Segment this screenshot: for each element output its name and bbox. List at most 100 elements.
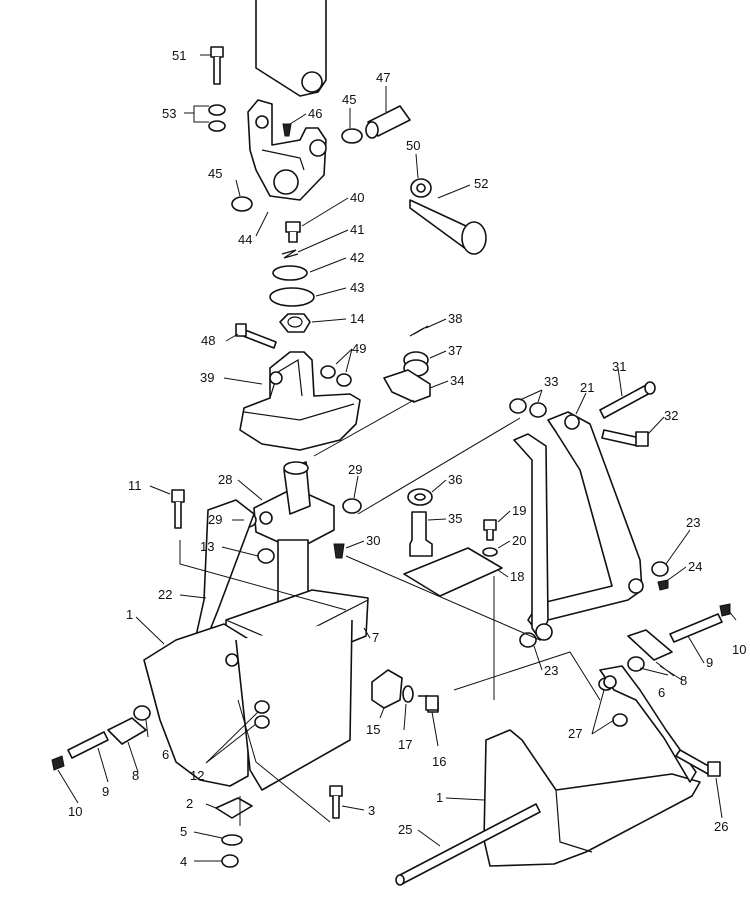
callout-33: 33 [544, 374, 558, 389]
plate-43 [269, 287, 315, 307]
plate-42 [272, 265, 308, 281]
bolt-51 [210, 46, 224, 85]
rod-25 [395, 803, 541, 886]
bolt-11 [171, 489, 185, 529]
callout-5: 5 [180, 824, 187, 839]
callout-21: 21 [580, 380, 594, 395]
nuts-49 [320, 365, 352, 387]
callout-1-left: 1 [126, 607, 133, 622]
callout-12: 12 [190, 768, 204, 783]
callout-16: 16 [432, 754, 446, 769]
callout-20: 20 [512, 533, 526, 548]
callout-6-left: 6 [162, 747, 169, 762]
washer-17 [402, 685, 414, 703]
bolt-48 [235, 323, 277, 349]
pin-31 [599, 381, 656, 419]
bolt-16 [418, 695, 439, 713]
pin-9-right [669, 613, 723, 643]
callout-23-right: 23 [686, 515, 700, 530]
callout-41: 41 [350, 222, 364, 237]
callout-43: 43 [350, 280, 364, 295]
bushing-6-left [133, 705, 151, 721]
callout-22: 22 [158, 587, 172, 602]
nuts-12 [254, 700, 270, 729]
callout-45-lower: 45 [208, 166, 222, 181]
washer-5 [221, 834, 243, 846]
callout-23-center: 23 [544, 663, 558, 678]
wire-38 [409, 325, 429, 337]
callout-2: 2 [186, 796, 193, 811]
pin-52 [409, 199, 487, 255]
callout-50: 50 [406, 138, 420, 153]
bushing-45-lower [231, 196, 253, 212]
callout-8-left: 8 [132, 768, 139, 783]
bushing-13 [257, 548, 275, 564]
grease-fitting-24 [657, 579, 669, 591]
grease-fitting-10-left [51, 755, 65, 771]
callout-42: 42 [350, 250, 364, 265]
callout-46: 46 [308, 106, 322, 121]
callout-14: 14 [350, 311, 364, 326]
callout-51: 51 [172, 48, 186, 63]
callout-31: 31 [612, 359, 626, 374]
grease-fitting-10-right [719, 603, 731, 617]
washer-20 [482, 547, 498, 557]
callout-40: 40 [350, 190, 364, 205]
plate-18 [403, 547, 503, 597]
callout-9-left: 9 [102, 784, 109, 799]
bolt-3 [329, 785, 343, 819]
callout-7: 7 [372, 630, 379, 645]
pin-47 [365, 105, 411, 139]
washer-36 [407, 488, 433, 506]
callout-28: 28 [218, 472, 232, 487]
bolt-40 [285, 221, 301, 243]
callout-53: 53 [162, 106, 176, 121]
bushing-45-upper [341, 128, 363, 144]
callout-45-upper: 45 [342, 92, 356, 107]
callout-24: 24 [688, 559, 702, 574]
callout-18: 18 [510, 569, 524, 584]
callout-36: 36 [448, 472, 462, 487]
callout-10-left: 10 [68, 804, 82, 819]
arm-21 [513, 411, 644, 641]
callout-52: 52 [474, 176, 488, 191]
callout-17: 17 [398, 737, 412, 752]
callout-37: 37 [448, 343, 462, 358]
spring-41 [281, 249, 299, 259]
plate-8-right [627, 629, 673, 661]
bushing-23-right [651, 561, 669, 577]
callout-49: 49 [352, 341, 366, 356]
callout-13: 13 [200, 539, 214, 554]
callout-19: 19 [512, 503, 526, 518]
callout-48: 48 [201, 333, 215, 348]
callout-29-right: 29 [348, 462, 362, 477]
callout-3: 3 [368, 803, 375, 818]
grease-fitting-30 [333, 543, 345, 559]
callout-39: 39 [200, 370, 214, 385]
plate-34 [383, 369, 431, 403]
callout-15: 15 [366, 722, 380, 737]
callout-26: 26 [714, 819, 728, 834]
callout-30: 30 [366, 533, 380, 548]
callout-10-right: 10 [732, 642, 746, 657]
bushing-29-right [342, 498, 362, 514]
callout-labels: 51 53 46 45 47 50 52 45 44 40 41 42 43 1… [68, 48, 746, 869]
grease-fitting-46 [282, 123, 292, 137]
bucket-1-left [143, 619, 353, 791]
callout-25: 25 [398, 822, 412, 837]
callout-35: 35 [448, 511, 462, 526]
callout-1-right: 1 [436, 790, 443, 805]
callout-9-right: 9 [706, 655, 713, 670]
bushing-6-right [627, 656, 645, 672]
nut-4 [221, 854, 239, 868]
nut-14 [279, 313, 311, 333]
bolt-26 [675, 749, 721, 777]
arm-22 [195, 499, 255, 641]
pin-9-left [67, 731, 109, 759]
bolt-35 [409, 511, 433, 557]
bolt-19 [483, 519, 497, 541]
swivel-bracket-39 [239, 351, 361, 451]
plate-8-left [107, 717, 147, 745]
callout-44: 44 [238, 232, 252, 247]
